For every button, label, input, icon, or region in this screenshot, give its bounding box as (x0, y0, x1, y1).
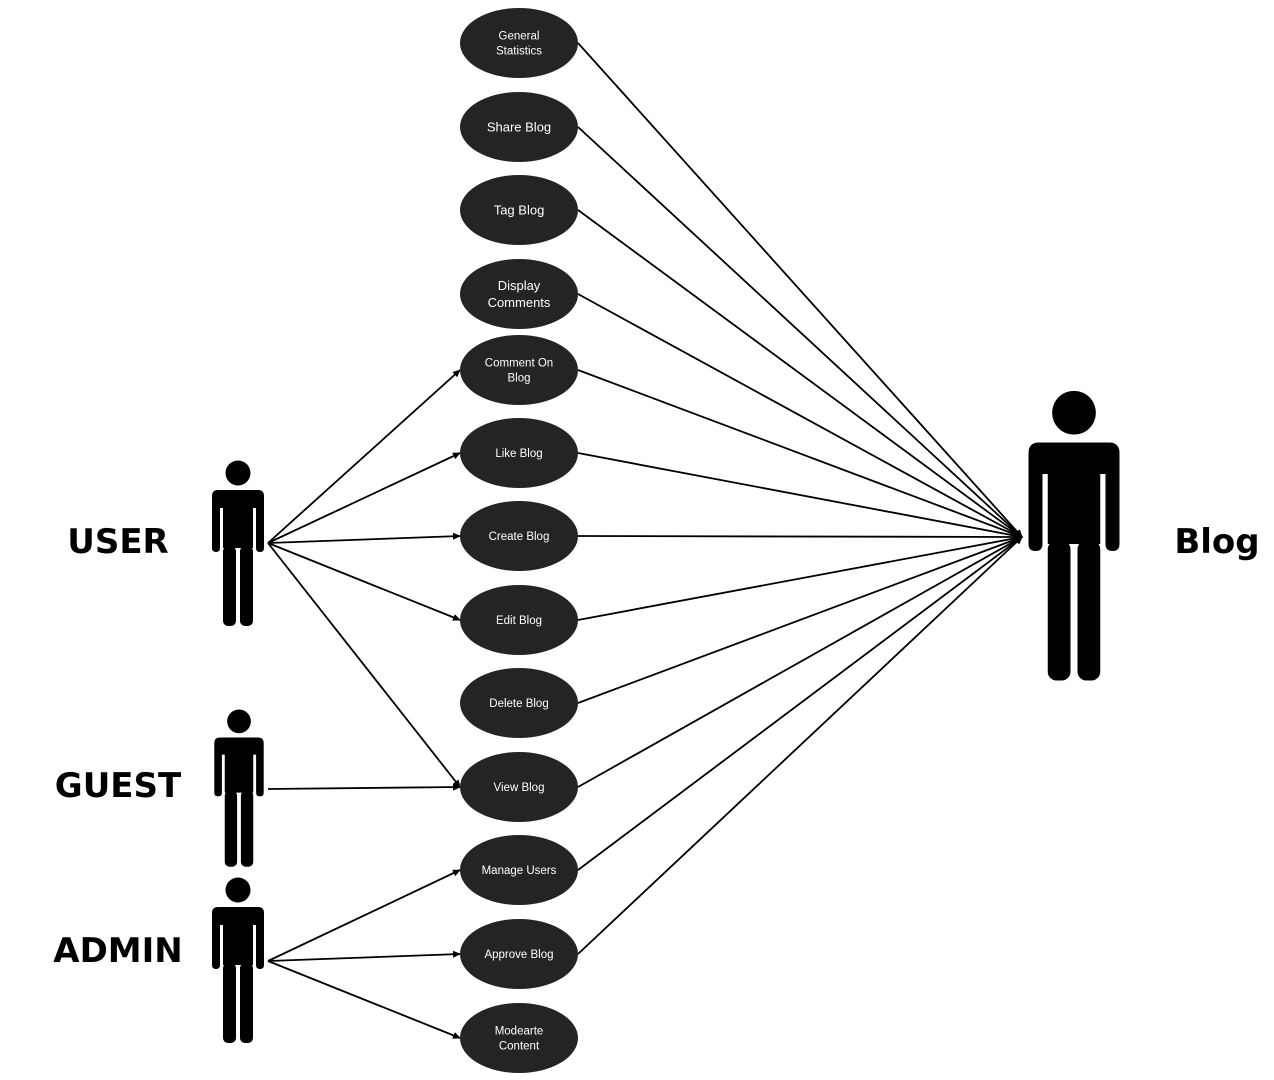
connector-user-to-comment-on-blog (267, 369, 461, 544)
use-case-label: Tag Blog (494, 203, 545, 218)
use-case-approve-blog[interactable]: Approve Blog (460, 919, 578, 989)
person-icon (214, 709, 264, 867)
use-case-label: Content (499, 1041, 540, 1053)
use-case-label: Blog (507, 373, 530, 385)
connector-display-comments-to-blog (577, 293, 1023, 538)
use-case-label: View Blog (494, 782, 545, 794)
person-icon (212, 460, 264, 626)
connector-like-blog-to-blog (577, 452, 1023, 540)
use-case-label: Modearte (495, 1026, 544, 1038)
actor-label-blog: Blog (1174, 522, 1259, 562)
use-case-ellipse (460, 8, 578, 78)
connector-view-blog-to-blog (577, 536, 1023, 788)
connector-comment-on-blog-to-blog (577, 369, 1023, 538)
use-case-ellipse (460, 1003, 578, 1073)
connector-admin-to-moderate-content (267, 960, 461, 1039)
use-case-like-blog[interactable]: Like Blog (460, 418, 578, 488)
use-case-ellipse (460, 668, 578, 738)
connector-user-to-view-blog (267, 542, 461, 788)
connector-general-statistics-to-blog (577, 42, 1023, 538)
use-case-label: General (499, 31, 540, 43)
connector-approve-blog-to-blog (577, 536, 1023, 955)
connector-tag-blog-to-blog (577, 209, 1023, 538)
connector-edit-blog-to-blog (577, 534, 1023, 621)
use-case-label: Delete Blog (489, 698, 548, 710)
connector-user-to-edit-blog (267, 542, 461, 621)
use-case-ellipse (460, 919, 578, 989)
connector-create-blog-to-blog (577, 533, 1023, 541)
connector-manage-users-to-blog (577, 536, 1023, 871)
use-case-delete-blog[interactable]: Delete Blog (460, 668, 578, 738)
use-case-label: Comments (488, 295, 551, 310)
use-case-ellipse (460, 752, 578, 822)
use-case-share-blog[interactable]: Share Blog (460, 92, 578, 162)
use-case-label: Statistics (496, 46, 542, 58)
use-case-label: Edit Blog (496, 615, 542, 627)
use-case-label: Like Blog (495, 448, 542, 460)
person-icon (212, 877, 264, 1043)
use-case-ellipse (460, 92, 578, 162)
connections-layer (267, 42, 1023, 1039)
use-case-label: Manage Users (482, 865, 557, 877)
use-case-label: Create Blog (489, 531, 550, 543)
connector-user-to-create-blog (267, 532, 461, 544)
use-case-ellipse (460, 175, 578, 245)
use-case-label: Share Blog (487, 120, 551, 135)
use-case-ellipse (460, 259, 578, 329)
use-case-ellipse (460, 585, 578, 655)
actor-label-guest: GUEST (55, 766, 182, 806)
actor-blog: Blog (1028, 390, 1260, 681)
actor-admin: ADMIN (53, 877, 264, 1043)
use-case-label: Approve Blog (484, 949, 553, 961)
person-icon (1028, 390, 1120, 681)
use-case-view-blog[interactable]: View Blog (460, 752, 578, 822)
connector-user-to-like-blog (267, 452, 461, 544)
use-case-comment-on-blog[interactable]: Comment On Blog (460, 335, 578, 405)
actor-label-admin: ADMIN (53, 931, 182, 971)
connector-share-blog-to-blog (577, 126, 1023, 538)
actor-user: USER (67, 460, 264, 626)
connector-admin-to-manage-users (267, 869, 461, 962)
use-case-ellipse (460, 418, 578, 488)
use-case-ellipse (460, 335, 578, 405)
use-case-ellipse (460, 835, 578, 905)
actor-guest: GUEST (55, 709, 264, 867)
use-case-edit-blog[interactable]: Edit Blog (460, 585, 578, 655)
connector-guest-to-view-blog (267, 783, 461, 791)
use-case-manage-users[interactable]: Manage Users (460, 835, 578, 905)
connector-delete-blog-to-blog (577, 536, 1023, 704)
use-case-label: Comment On (485, 358, 553, 370)
actors-layer: USER GUEST ADMIN Blog (53, 390, 1260, 1043)
actor-label-user: USER (67, 522, 169, 562)
use-case-label: Display (498, 278, 541, 293)
connector-admin-to-approve-blog (267, 950, 461, 962)
use-case-ellipse (460, 501, 578, 571)
use-case-tag-blog[interactable]: Tag Blog (460, 175, 578, 245)
use-case-create-blog[interactable]: Create Blog (460, 501, 578, 571)
